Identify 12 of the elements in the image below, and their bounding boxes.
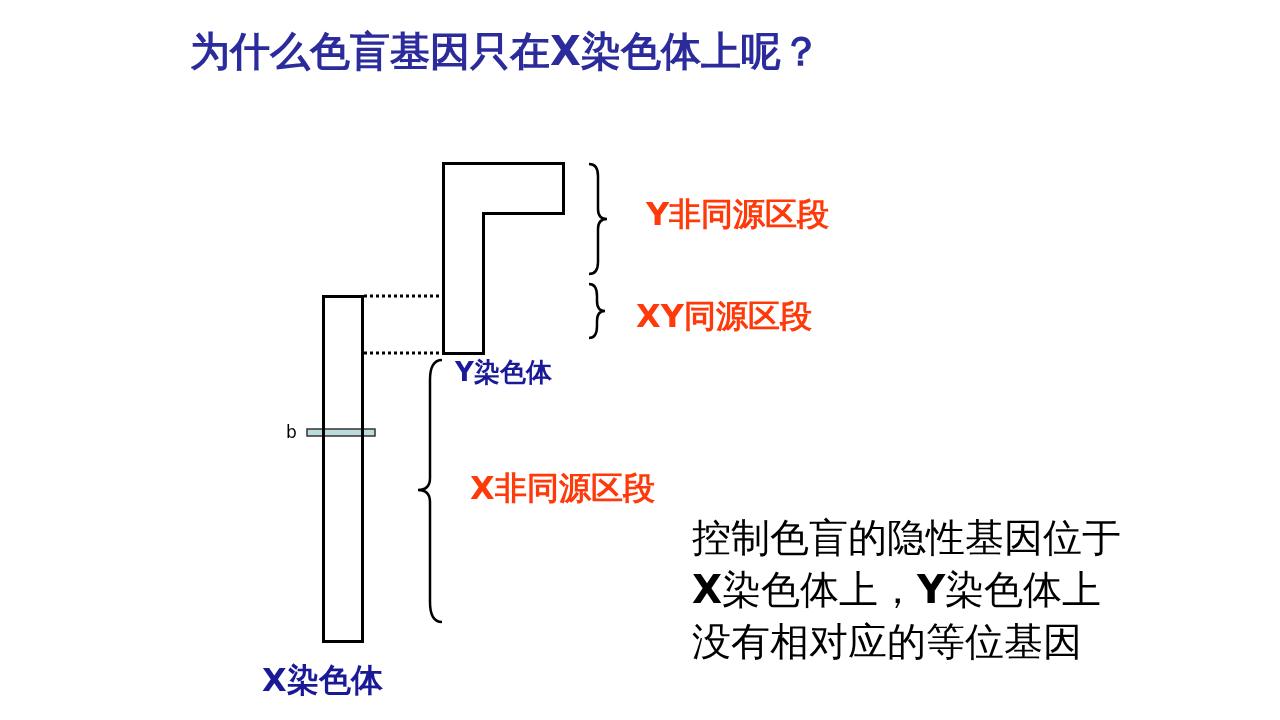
region-label: XY同源区段 [636,298,812,335]
chromosome-label: Y染色体 [455,358,552,388]
dotted-guide-line [364,351,442,355]
x-chromosome-bar [322,295,364,643]
slide-title: 为什么色盲基因只在X染色体上呢？ [190,28,821,74]
region-label: X非同源区段 [470,470,655,507]
dotted-guide-line [364,294,442,298]
gene-label: b [286,423,297,443]
chromosome-label: X染色体 [262,662,383,699]
explanation-text: 控制色盲的隐性基因位于X染色体上，Y染色体上没有相对应的等位基因 [692,514,1122,666]
region-label: Y非同源区段 [646,196,830,233]
y-chromosome-shape [442,162,565,355]
